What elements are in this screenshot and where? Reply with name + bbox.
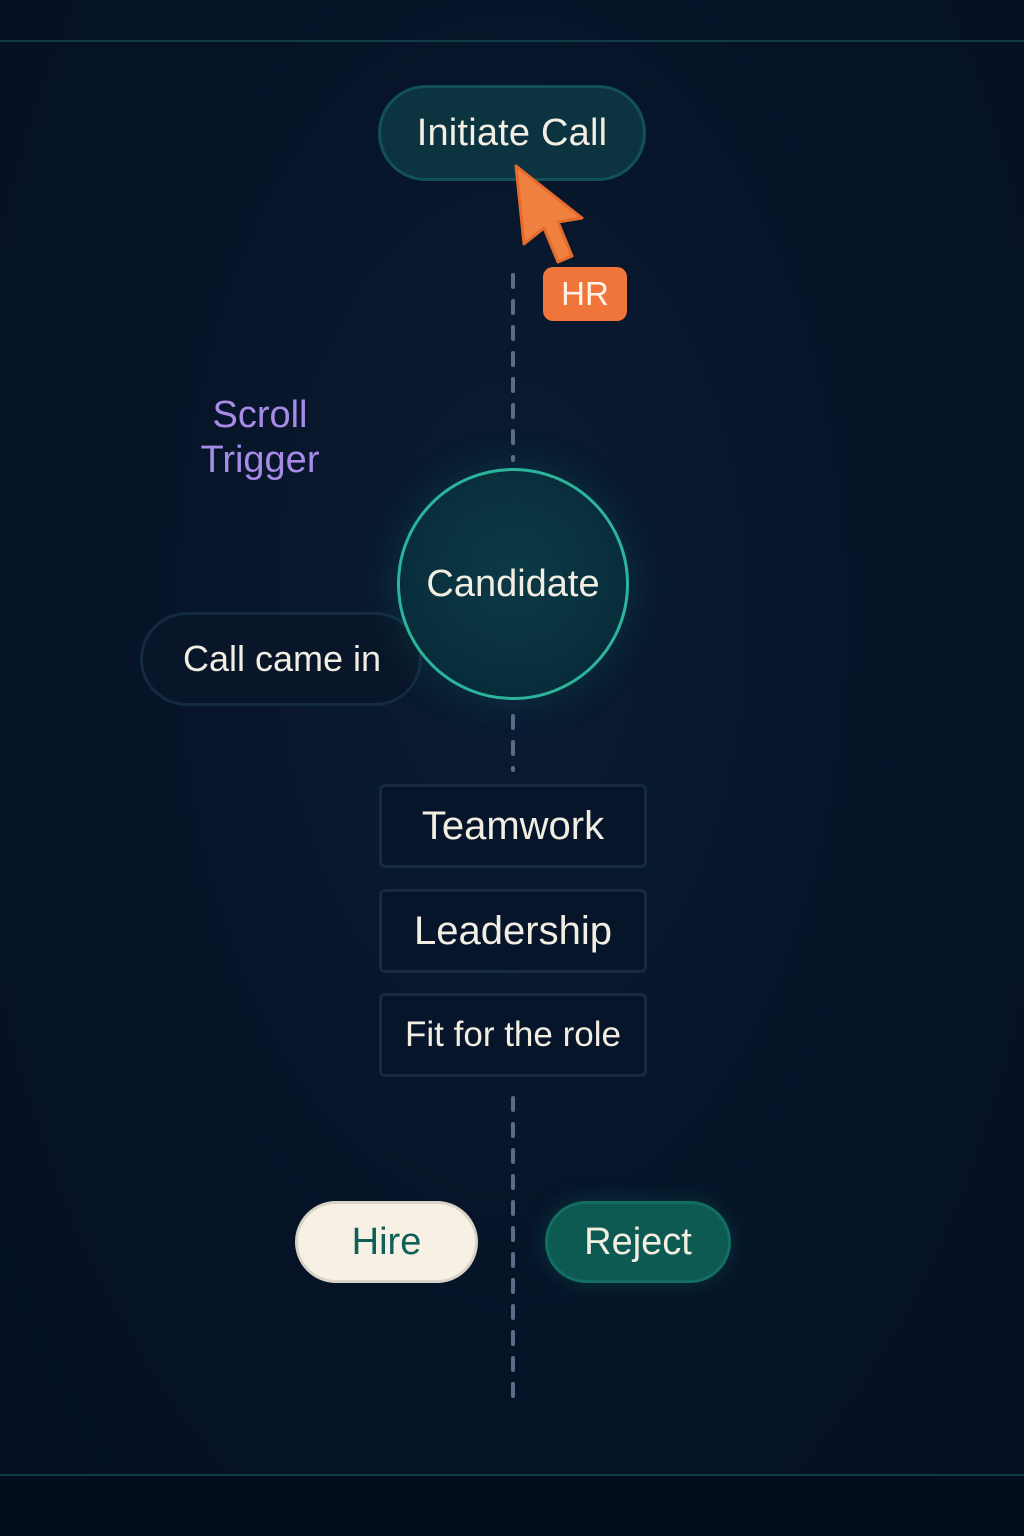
hr-badge: HR <box>543 267 627 321</box>
call-came-in-label: Call came in <box>183 638 382 679</box>
top-divider <box>0 40 1024 42</box>
criterion-leadership: Leadership <box>379 889 647 973</box>
scroll-trigger-label: Scroll Trigger <box>180 393 340 483</box>
candidate-label: Candidate <box>426 562 600 605</box>
call-came-in-bubble: Call came in <box>140 612 422 706</box>
mouse-pointer-icon <box>514 164 584 264</box>
initiate-call-label: Initiate Call <box>416 111 608 154</box>
scroll-trigger-line-2: Trigger <box>200 439 320 481</box>
hire-button[interactable]: Hire <box>295 1201 478 1283</box>
scroll-trigger-line-1: Scroll <box>212 394 308 436</box>
criterion-label: Leadership <box>414 908 612 953</box>
reject-label: Reject <box>584 1220 692 1263</box>
criterion-fit-for-role: Fit for the role <box>379 993 647 1077</box>
bottom-divider <box>0 1474 1024 1476</box>
reject-button[interactable]: Reject <box>545 1201 731 1283</box>
criterion-label: Fit for the role <box>405 1015 621 1054</box>
candidate-node[interactable]: Candidate <box>397 468 629 700</box>
hire-label: Hire <box>351 1220 422 1263</box>
hr-badge-label: HR <box>561 275 609 312</box>
criterion-teamwork: Teamwork <box>379 784 647 868</box>
initiate-call-button[interactable]: Initiate Call <box>378 85 646 181</box>
footer-band <box>0 1476 1024 1536</box>
criterion-label: Teamwork <box>421 803 605 848</box>
